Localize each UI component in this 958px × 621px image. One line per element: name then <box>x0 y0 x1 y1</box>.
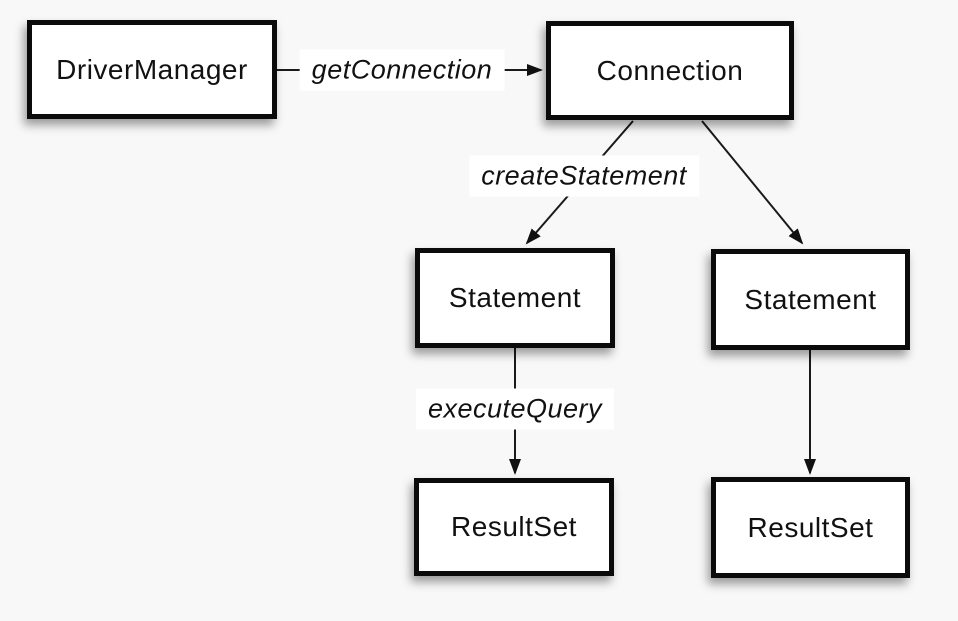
node-connection-label: Connection <box>596 54 744 86</box>
edge-label-getconnection: getConnection <box>299 49 505 91</box>
node-statement-right: Statement <box>711 249 910 350</box>
node-statement-left-label: Statement <box>448 282 582 313</box>
node-resultset-left: ResultSet <box>414 478 614 576</box>
node-connection: Connection <box>546 21 794 120</box>
node-statement-right-label: Statement <box>744 283 877 315</box>
node-drivermanager-label: DriverManager <box>56 53 248 85</box>
edge-label-executequery: executeQuery <box>415 388 615 430</box>
edge-connection-to-statement-right-arrow <box>701 120 804 245</box>
node-resultset-left-label: ResultSet <box>451 511 577 542</box>
node-statement-left: Statement <box>415 248 615 348</box>
node-resultset-right-label: ResultSet <box>747 511 874 543</box>
node-drivermanager: DriverManager <box>27 20 277 119</box>
node-resultset-right: ResultSet <box>711 477 910 578</box>
edge-label-createstatement: createStatement <box>469 155 699 197</box>
